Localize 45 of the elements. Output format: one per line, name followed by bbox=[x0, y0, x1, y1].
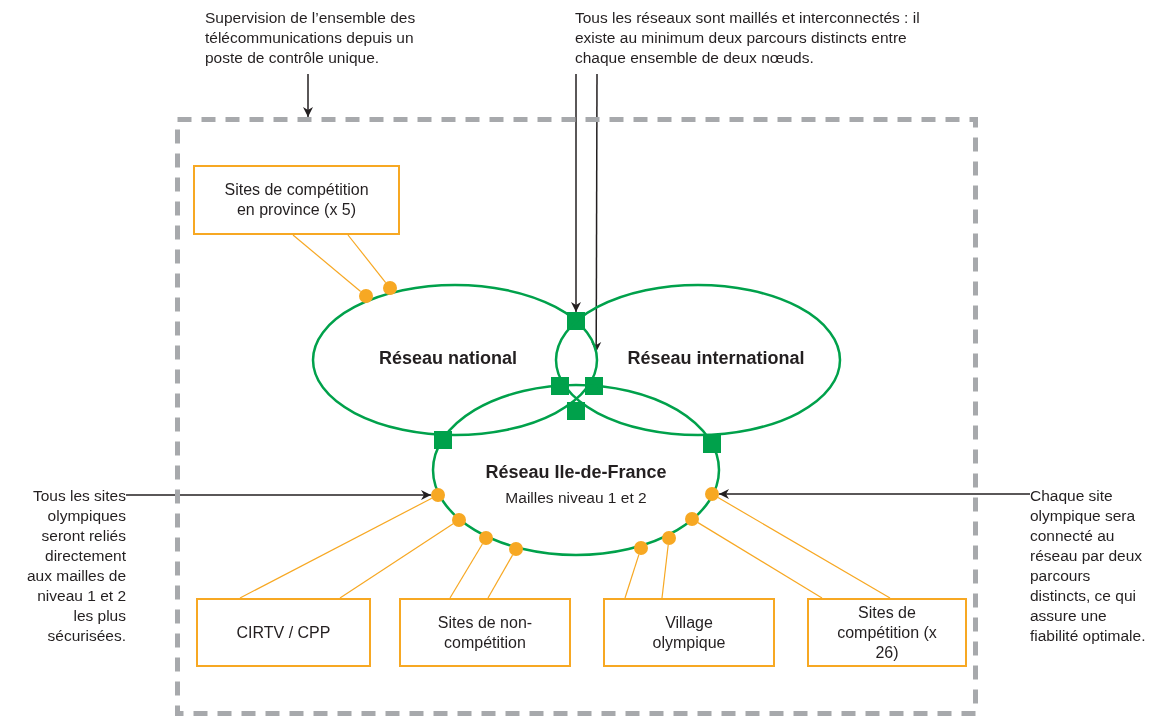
arrow bbox=[303, 73, 313, 118]
network-subtitle: Mailles niveau 1 et 2 bbox=[505, 489, 647, 507]
connector-line bbox=[339, 523, 454, 599]
junction-square bbox=[567, 402, 585, 420]
connection-dot bbox=[685, 512, 699, 526]
connector-line bbox=[239, 497, 433, 599]
note-text: Supervision de l’ensemble des télécommunications depuis un poste de contrôle unique. bbox=[205, 8, 445, 74]
connection-dot bbox=[509, 542, 523, 556]
junction-square bbox=[434, 431, 452, 449]
connection-dot bbox=[359, 289, 373, 303]
connection-dot bbox=[705, 487, 719, 501]
connector-line bbox=[624, 554, 640, 599]
note-text: Tous les réseaux sont maillés et interconnectés : il existe au minimum deux parcours distincts entre chaque ensemble de deux nœuds. bbox=[575, 8, 960, 74]
site-label: Sites de compétition (x 26) bbox=[836, 602, 938, 663]
site-box bbox=[193, 165, 400, 235]
site-label: Village olympique bbox=[651, 612, 727, 653]
connector-line bbox=[717, 496, 891, 599]
connection-dot bbox=[479, 531, 493, 545]
connector-line bbox=[347, 234, 387, 284]
connector-line bbox=[487, 554, 514, 599]
arrow bbox=[125, 490, 432, 500]
site-label: CIRTV / CPP bbox=[236, 622, 331, 643]
connection-dot bbox=[431, 488, 445, 502]
arrow bbox=[718, 489, 1031, 499]
site-box bbox=[399, 598, 571, 667]
connector-line bbox=[449, 543, 483, 599]
connector-line bbox=[697, 522, 823, 599]
site-label: Sites de compétition en province (x 5) bbox=[223, 180, 370, 220]
connection-dot bbox=[452, 513, 466, 527]
network-name: Réseau international bbox=[627, 347, 805, 369]
network-name: Réseau national bbox=[379, 347, 517, 369]
site-box bbox=[807, 598, 967, 667]
connector-line bbox=[292, 234, 362, 293]
note-text: Chaque site olympique sera connecté au réseau par deux parcours distincts, ce qui assure une fiabilité optimale. bbox=[1030, 486, 1148, 686]
site-box bbox=[196, 598, 371, 667]
network-name: Réseau Ile-de-France bbox=[485, 461, 667, 483]
junction-square bbox=[703, 435, 721, 453]
arrow bbox=[571, 73, 581, 313]
connection-dot bbox=[662, 531, 676, 545]
site-box bbox=[603, 598, 775, 667]
connection-dot bbox=[634, 541, 648, 555]
connector-line bbox=[661, 544, 669, 599]
note-text: Tous les sites olympiques seront reliés directement aux mailles de niveau 1 et 2 les plus sécurisées. bbox=[20, 486, 126, 650]
site-label: Sites de non-compétition bbox=[436, 612, 534, 653]
connection-dot bbox=[383, 281, 397, 295]
